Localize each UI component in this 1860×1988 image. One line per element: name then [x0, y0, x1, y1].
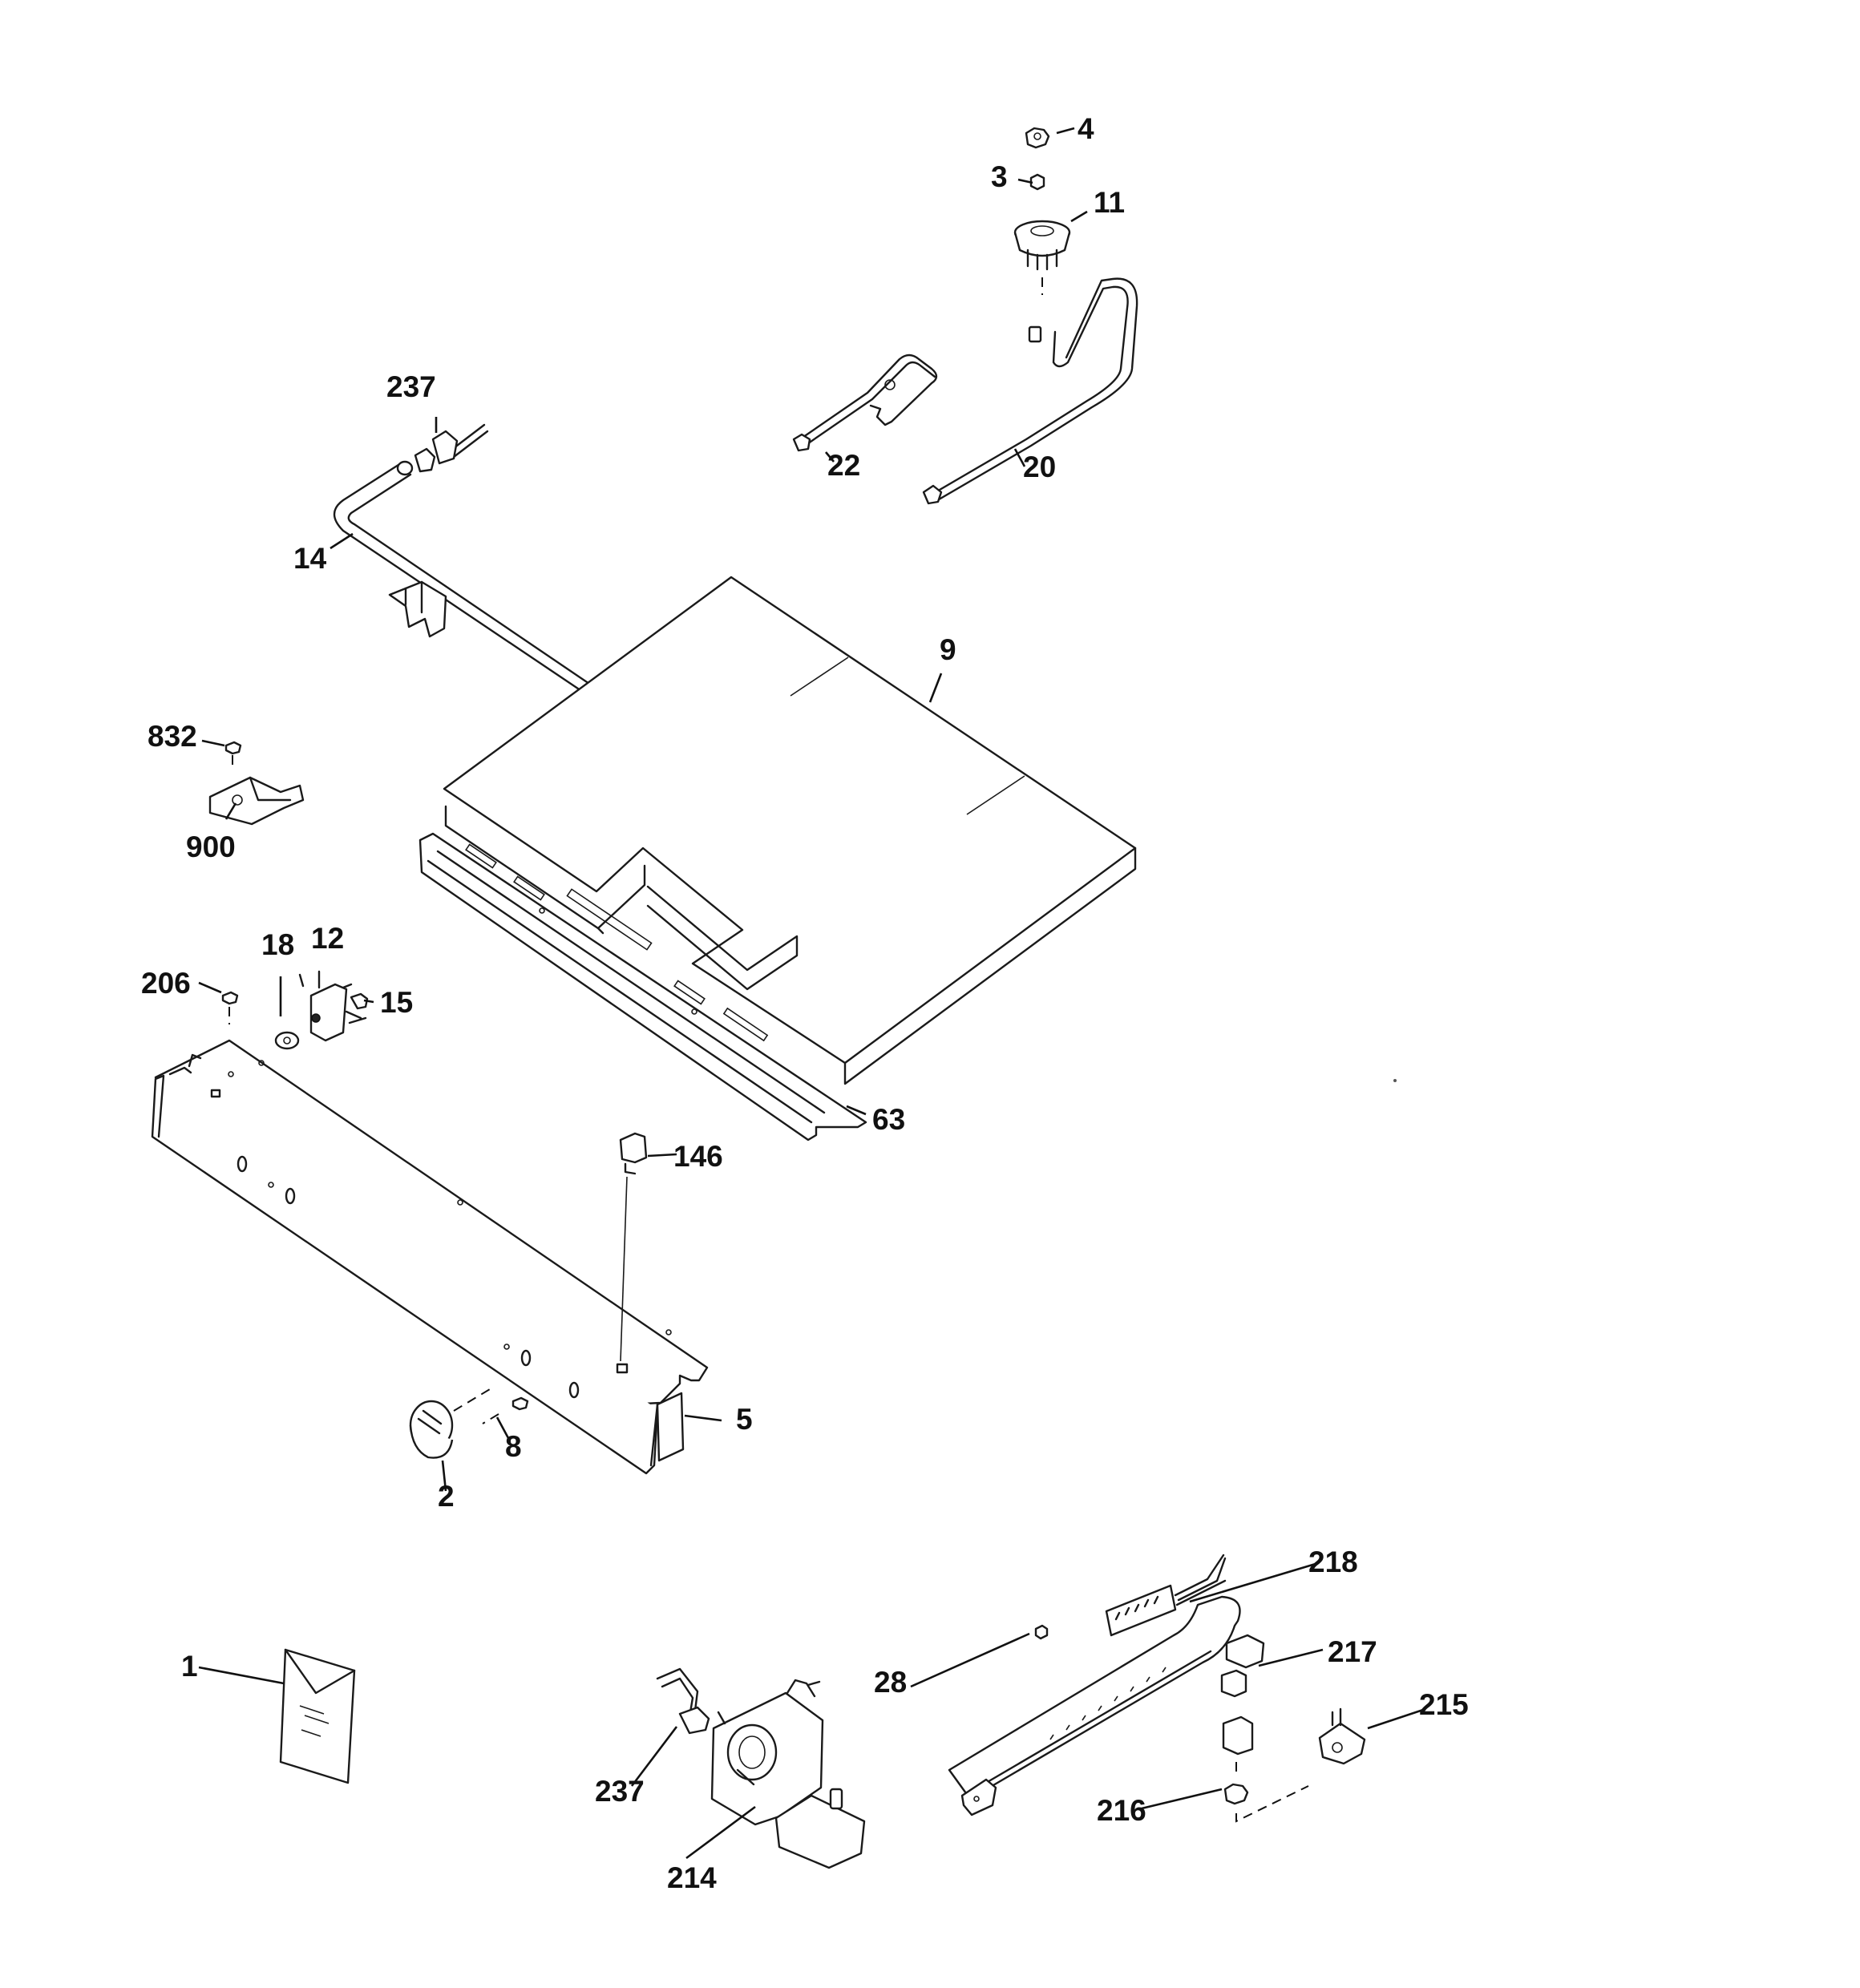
callout-900: 900: [186, 830, 236, 863]
part-216-nut: [1223, 1762, 1249, 1805]
part-214-valve: [710, 1679, 866, 1869]
part-1-envelope: [279, 1648, 356, 1784]
part-11-burner: [1013, 220, 1071, 295]
callout-146: 146: [673, 1140, 723, 1173]
callout-217: 217: [1328, 1635, 1377, 1668]
part-832-screw: [224, 741, 242, 771]
callout-5: 5: [736, 1403, 753, 1436]
callout-9: 9: [940, 633, 956, 666]
callout-237-top: 237: [386, 370, 436, 403]
leader-lines: [198, 127, 1426, 1860]
callout-28: 28: [874, 1666, 908, 1699]
part-9-panel: [443, 576, 1137, 1085]
part-215-bracket: [1318, 1707, 1366, 1765]
part-237-bottom-fitting: [656, 1667, 710, 1735]
callout-11: 11: [1094, 186, 1126, 219]
part-63-rail: [418, 832, 867, 1141]
callout-8: 8: [505, 1430, 522, 1463]
callout-4: 4: [1078, 112, 1094, 145]
part-12-switch: [298, 970, 369, 1042]
part-218-igniter: [1105, 1554, 1227, 1637]
part-146-clip: [619, 1132, 648, 1362]
callout-216: 216: [1097, 1794, 1146, 1827]
callout-63: 63: [872, 1103, 906, 1136]
part-22-tube: [792, 354, 938, 452]
part-2-knob: [409, 1386, 495, 1459]
part-206-screw: [221, 991, 239, 1024]
callout-237-bottom: 237: [595, 1775, 645, 1808]
callout-206: 206: [141, 967, 191, 1000]
callout-2: 2: [438, 1480, 455, 1513]
callout-22: 22: [827, 449, 861, 482]
part-8-screw: [482, 1396, 529, 1424]
callout-832: 832: [148, 720, 197, 753]
callout-12: 12: [311, 922, 345, 955]
callout-14: 14: [293, 542, 327, 575]
callout-215: 215: [1419, 1688, 1469, 1721]
part-18-nut: [274, 1031, 300, 1050]
part-237-top-fitting: [414, 423, 489, 473]
callout-218: 218: [1308, 1546, 1358, 1578]
part-20-tube: [922, 277, 1138, 505]
part-4-nut: [1025, 127, 1050, 149]
callout-18: 18: [261, 928, 295, 961]
burner-tube: [948, 1595, 1241, 1816]
callout-1: 1: [181, 1650, 198, 1683]
part-3-fitting: [1029, 173, 1045, 191]
callout-214: 214: [667, 1861, 717, 1894]
callout-15: 15: [380, 986, 414, 1019]
stray-dot: [1393, 1079, 1397, 1082]
part-900-bracket: [208, 776, 305, 826]
callout-20: 20: [1023, 451, 1057, 483]
part-5-control-panel: [151, 1039, 709, 1475]
callout-3: 3: [991, 160, 1008, 193]
part-28-clip: [1034, 1624, 1049, 1640]
part-217-orifice-holder: [1220, 1634, 1265, 1756]
